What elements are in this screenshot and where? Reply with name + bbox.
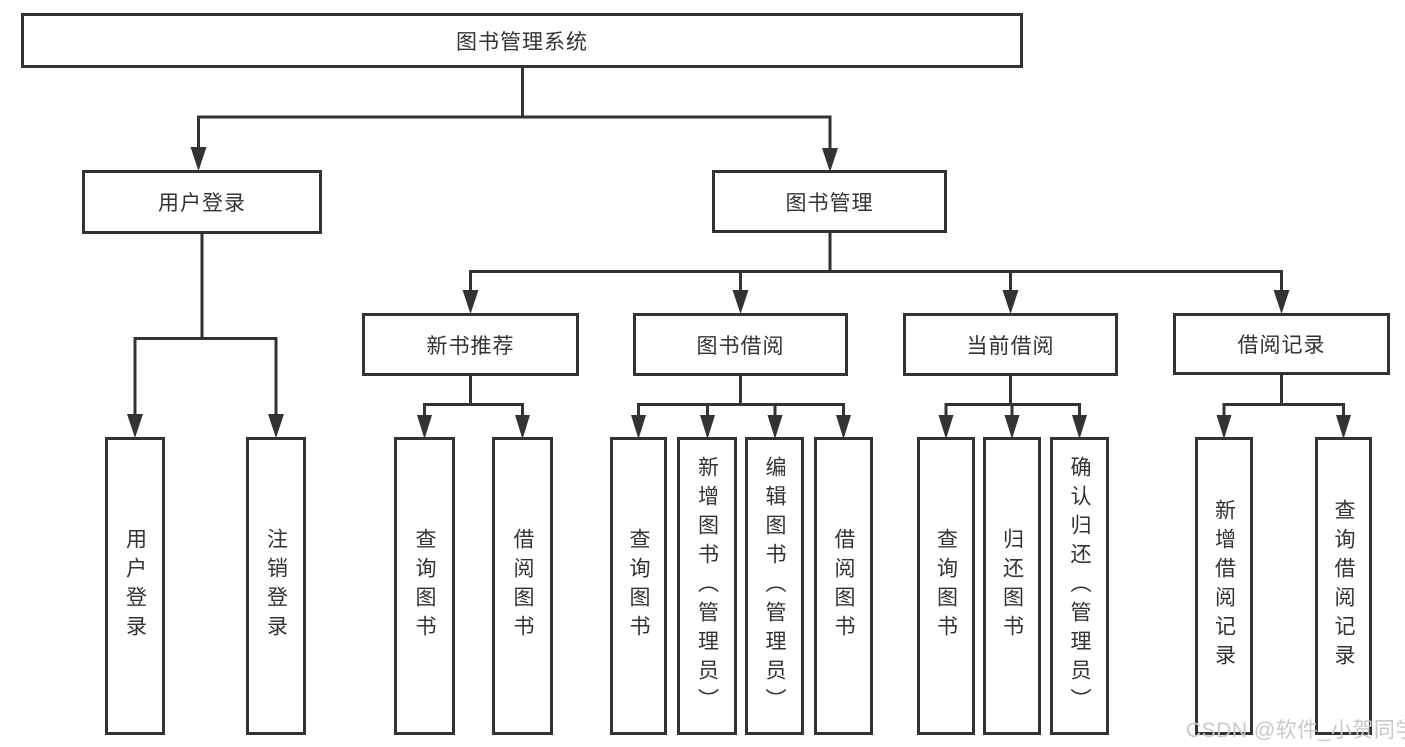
leaf-query-borrow-record: 查询借阅记录 [1315, 437, 1372, 735]
leaf-query-books-current: 查询图书 [917, 437, 975, 735]
node-user-login: 用户登录 [82, 170, 322, 234]
node-book-management: 图书管理 [712, 170, 947, 233]
leaf-edit-books-admin: 编辑图书（管理员） [745, 437, 804, 735]
leaf-add-books-admin: 新增图书（管理员） [677, 437, 737, 735]
leaf-return-books: 归还图书 [983, 437, 1041, 735]
leaf-query-books-borrow: 查询图书 [610, 437, 667, 735]
leaf-borrow-books: 借阅图书 [814, 437, 873, 735]
leaf-query-books-recommend: 查询图书 [394, 437, 455, 735]
leaf-add-borrow-record: 新增借阅记录 [1195, 437, 1253, 735]
csdn-watermark: CSDN @软件_小贺同学 [1186, 719, 1405, 742]
node-book-borrow: 图书借阅 [633, 313, 848, 376]
node-new-book-recommend: 新书推荐 [362, 313, 579, 376]
leaf-confirm-return-admin: 确认归还（管理员） [1050, 437, 1109, 735]
node-root-system: 图书管理系统 [21, 13, 1023, 68]
leaf-borrow-books-recommend: 借阅图书 [492, 437, 553, 735]
leaf-user-login: 用户登录 [105, 437, 165, 735]
leaf-logout: 注销登录 [246, 437, 306, 735]
node-borrow-records: 借阅记录 [1173, 313, 1390, 375]
node-current-borrow: 当前借阅 [903, 313, 1118, 376]
